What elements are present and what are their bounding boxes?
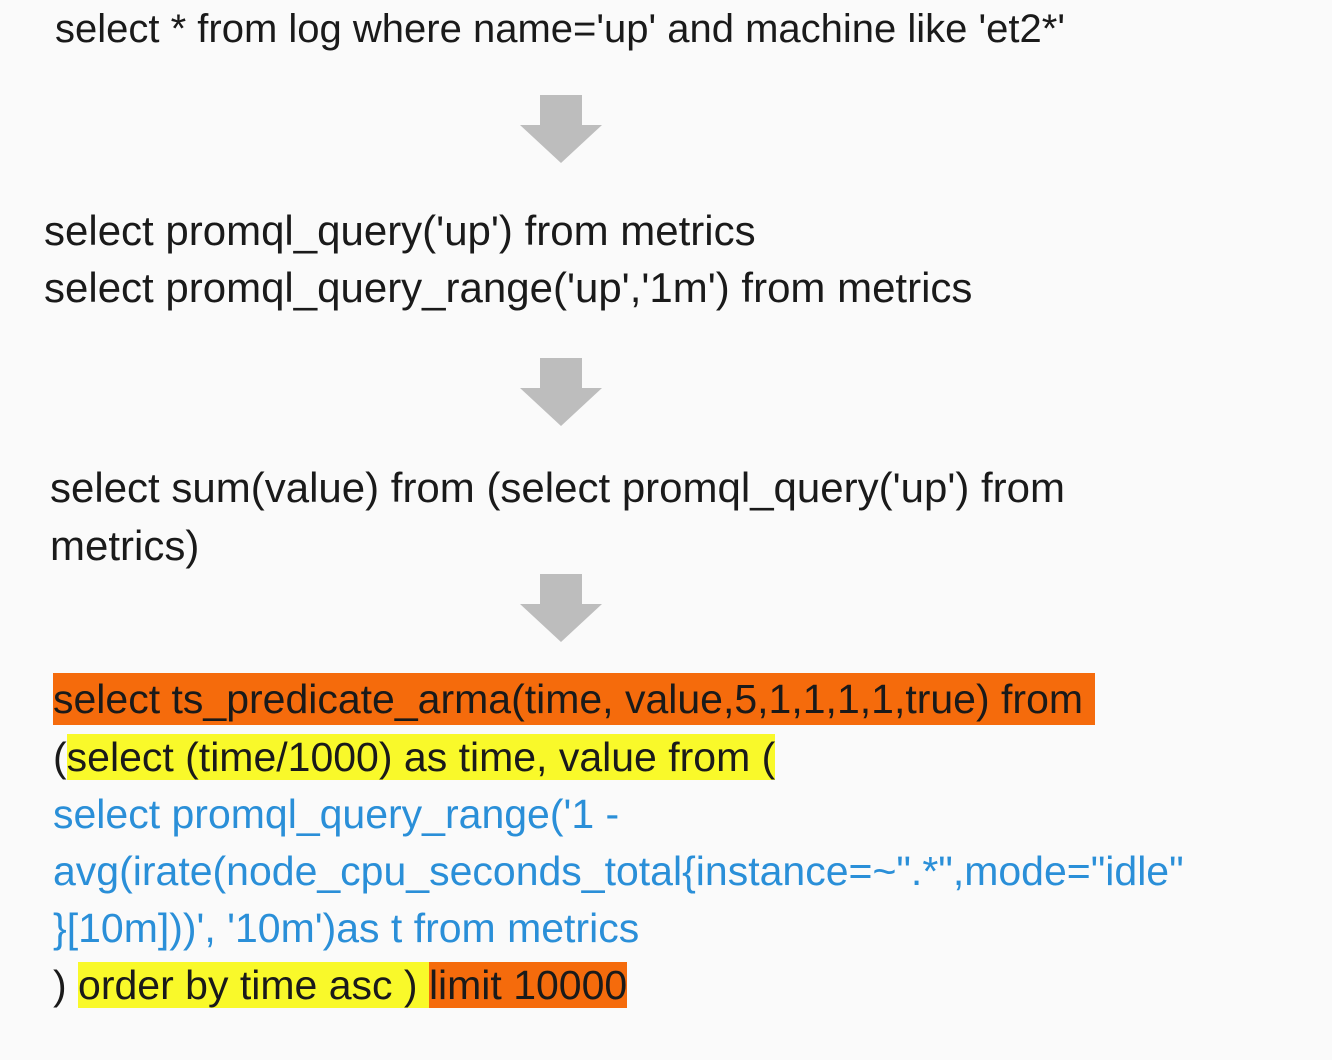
log-query: select * from log where name='up' and ma…	[55, 7, 1065, 51]
close-paren: )	[53, 962, 79, 1008]
order-by-highlight: order by time asc )	[78, 962, 429, 1008]
aggregate-query-line-1: select sum(value) from (select promql_qu…	[50, 464, 1066, 511]
forecast-query-line-1: select ts_predicate_arma(time, value,5,1…	[53, 673, 1096, 725]
down-arrow-icon	[520, 95, 602, 163]
open-paren: (	[53, 734, 67, 780]
limit-highlight: limit 10000	[428, 962, 628, 1008]
forecast-query-line-3: select promql_query_range('1 -	[53, 791, 620, 837]
forecast-query-line-6: ) order by time asc ) limit 10000	[53, 959, 628, 1011]
aggregate-query-line-2: metrics)	[50, 522, 200, 569]
subselect-highlight: select (time/1000) as time, value from (	[66, 734, 776, 780]
promql-instant-query: select promql_query('up') from metrics	[44, 207, 756, 254]
down-arrow-icon	[520, 574, 602, 642]
forecast-query-line-5: }[10m]))', '10m')as t from metrics	[53, 905, 640, 951]
promql-range-query: select promql_query_range('up','1m') fro…	[44, 264, 973, 311]
forecast-query-line-4: avg(irate(node_cpu_seconds_total{instanc…	[53, 848, 1184, 894]
down-arrow-icon	[520, 358, 602, 426]
forecast-query-line-2: (select (time/1000) as time, value from …	[53, 731, 776, 783]
arma-predicate-highlight: select ts_predicate_arma(time, value,5,1…	[53, 673, 1096, 725]
